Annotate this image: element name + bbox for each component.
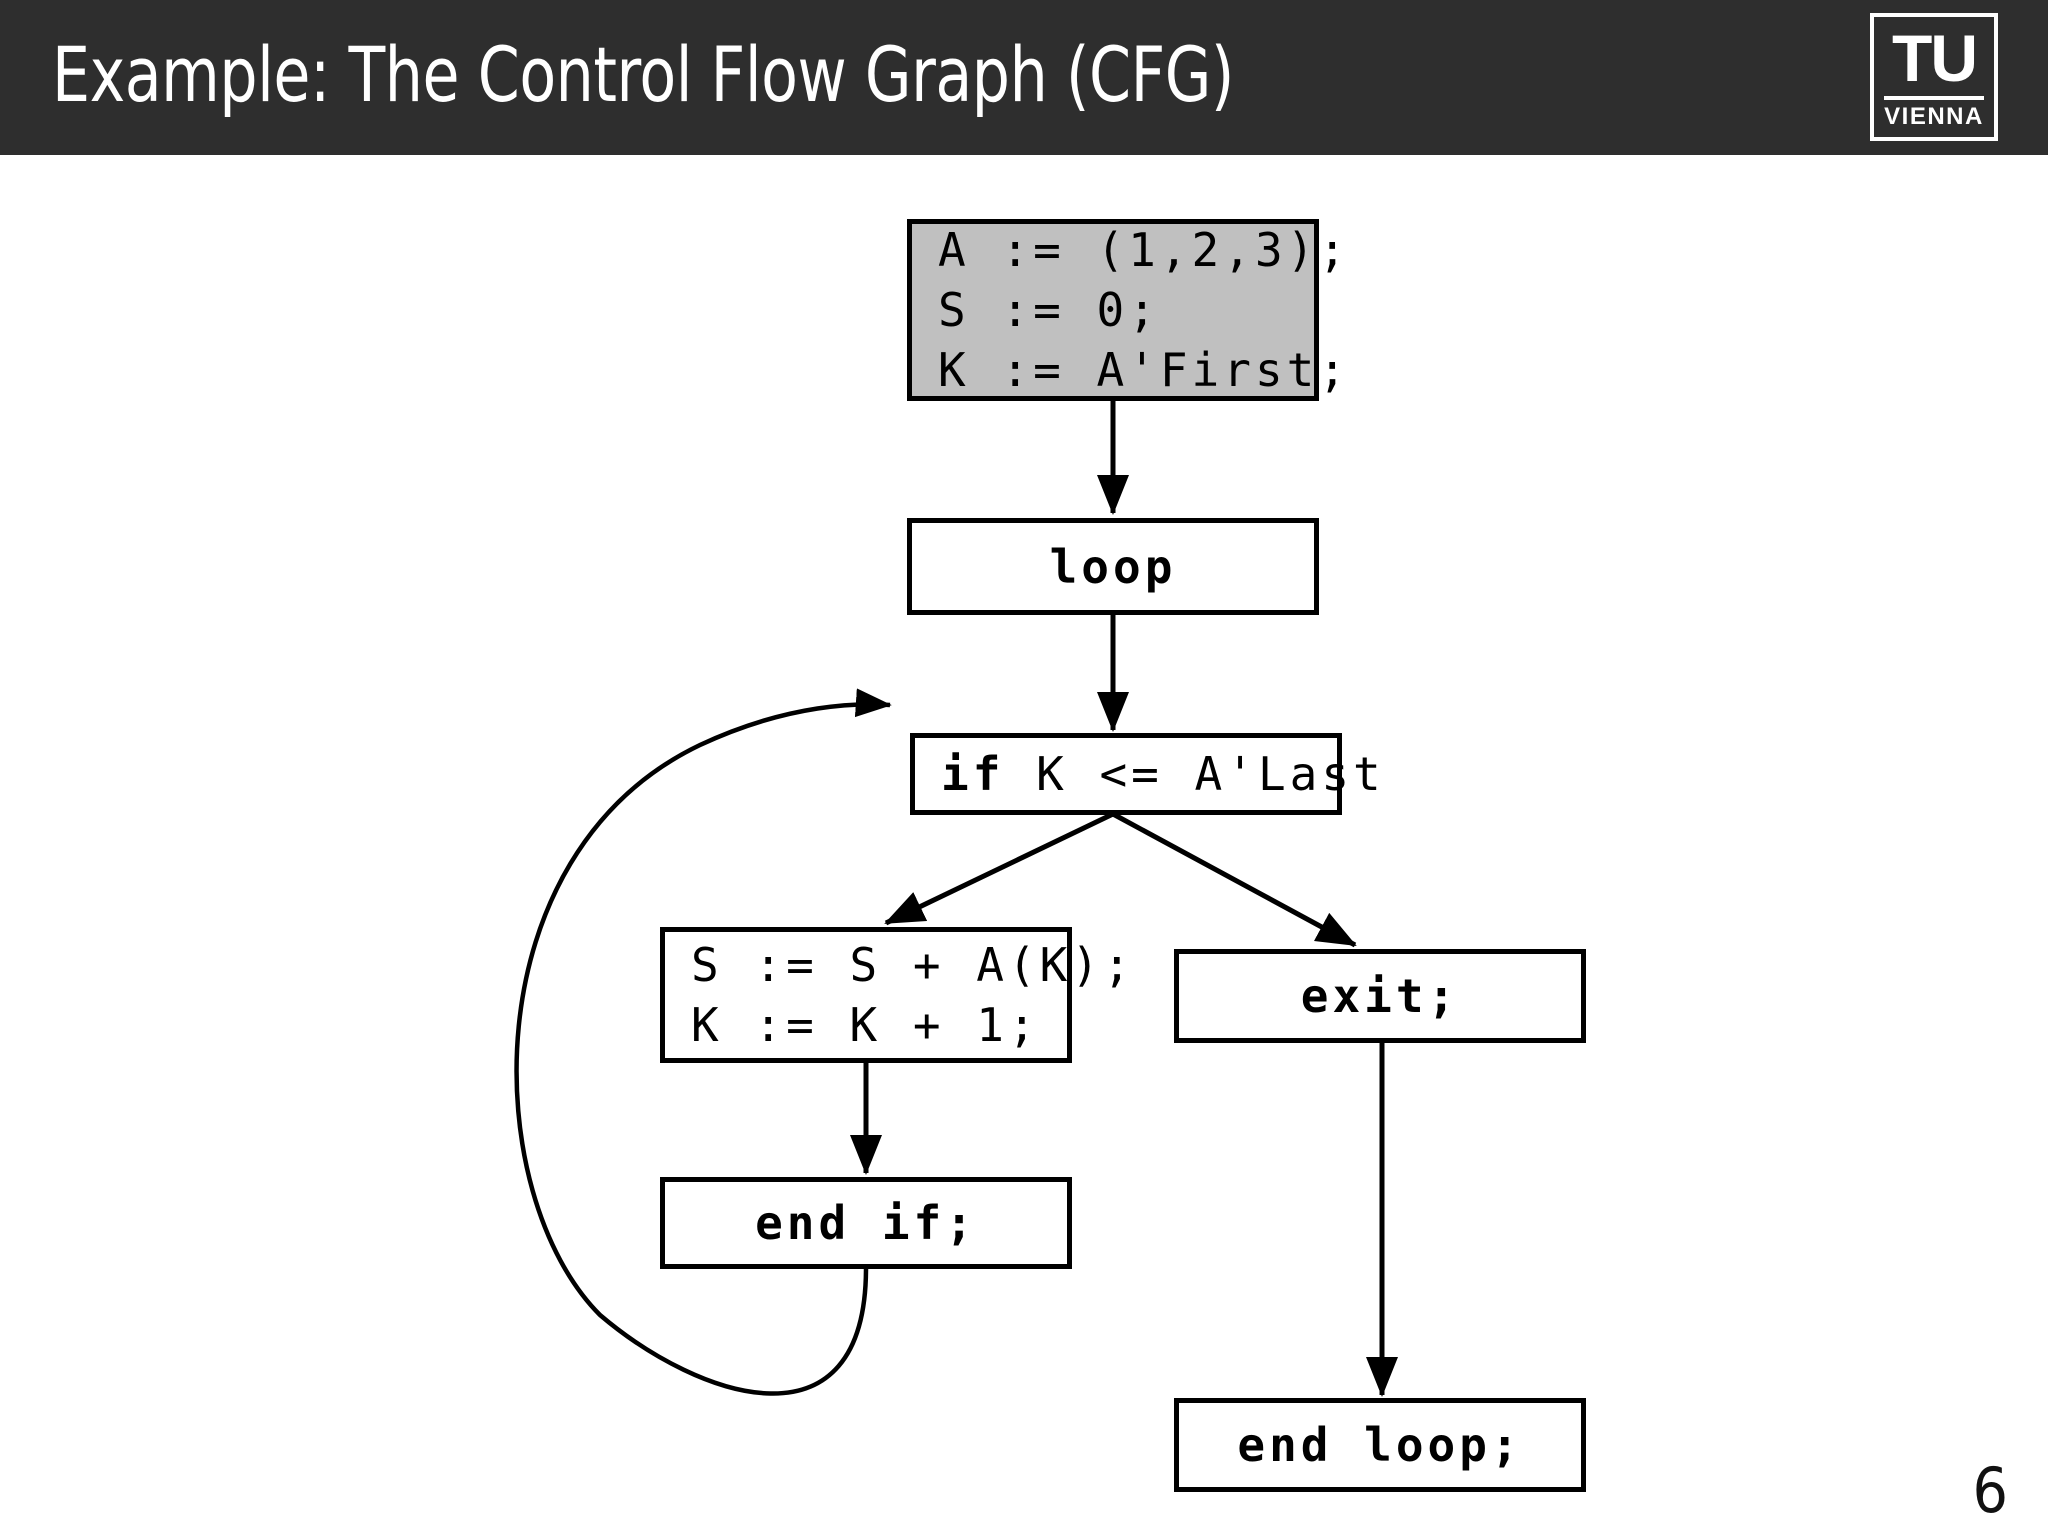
if-condition: K <= A'Last — [1004, 747, 1385, 801]
cfg-node-body[interactable]: S := S + A(K); K := K + 1; — [660, 927, 1135, 1063]
cfg-node-loop[interactable]: loop — [907, 518, 1319, 615]
node-line: loop — [1049, 539, 1177, 594]
node-line: K := A'First; — [938, 343, 1351, 397]
edge-endif-to-loop-backedge — [514, 688, 892, 1396]
keyword-if: if — [941, 747, 1005, 801]
node-text: end if; — [665, 1193, 1067, 1253]
node-line: S := 0; — [938, 283, 1160, 337]
cfg-node-if[interactable]: if K <= A'Last — [910, 733, 1381, 815]
page-title: Example: The Control Flow Graph (CFG) — [52, 30, 1234, 119]
node-line: S := S + A(K); — [691, 938, 1135, 992]
tu-vienna-logo: TU VIENNA — [1870, 13, 1998, 141]
edge-if-to-body — [884, 811, 1115, 926]
edge-if-to-exit — [1111, 811, 1357, 948]
node-text: if K <= A'Last — [915, 744, 1381, 804]
node-text: end loop; — [1179, 1415, 1581, 1475]
node-text: S := S + A(K); K := K + 1; — [665, 935, 1135, 1055]
logo-divider — [1884, 96, 1984, 100]
node-line: exit; — [1300, 969, 1460, 1023]
page-number: 6 — [1972, 1454, 2008, 1527]
slide-header-bar — [0, 0, 2048, 155]
node-line: K := K + 1; — [691, 998, 1040, 1052]
logo-tu-text: TU — [1892, 25, 1978, 93]
node-text: exit; — [1179, 966, 1581, 1026]
node-line: A := (1,2,3); — [938, 223, 1351, 277]
node-line: end if; — [755, 1196, 977, 1250]
cfg-node-exit[interactable]: exit; — [1174, 949, 1586, 1043]
node-text: loop — [912, 537, 1314, 597]
node-line: end loop; — [1237, 1418, 1523, 1472]
logo-inner: TU VIENNA — [1874, 17, 1994, 137]
control-flow-graph: A := (1,2,3); S := 0; K := A'First; loop… — [0, 155, 2048, 1536]
graph-edges — [514, 400, 1399, 1398]
cfg-node-end-loop[interactable]: end loop; — [1174, 1398, 1586, 1492]
cfg-node-end-if[interactable]: end if; — [660, 1177, 1072, 1269]
node-text: A := (1,2,3); S := 0; K := A'First; — [912, 220, 1351, 400]
node-line-if: if K <= A'Last — [941, 744, 1381, 804]
cfg-node-init[interactable]: A := (1,2,3); S := 0; K := A'First; — [907, 219, 1351, 401]
logo-vienna-text: VIENNA — [1884, 103, 1984, 130]
